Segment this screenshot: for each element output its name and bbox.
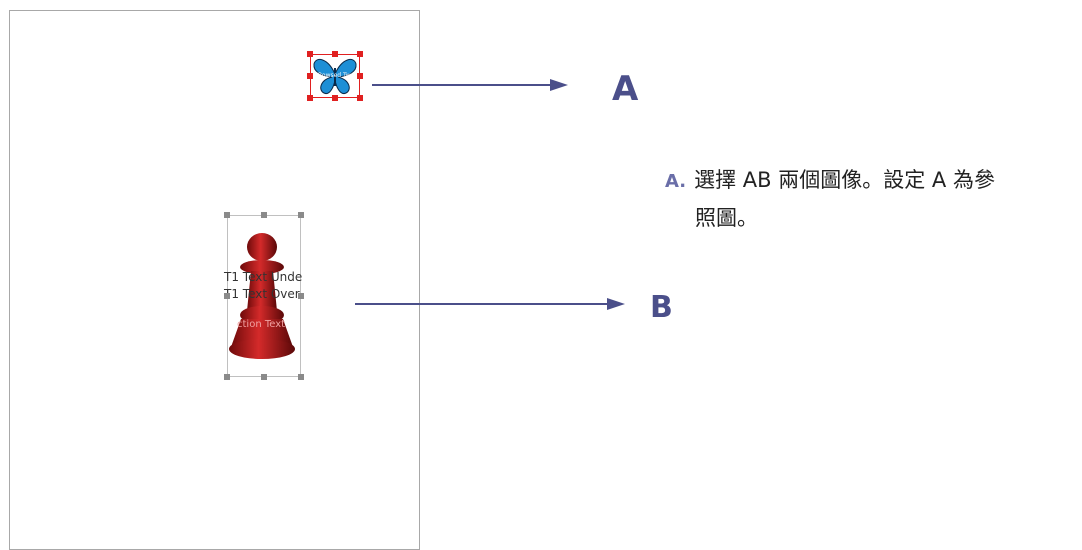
note-bullet: A. (665, 171, 687, 192)
handle-bl[interactable] (307, 95, 313, 101)
handle-tr[interactable] (298, 212, 304, 218)
instruction-note: A. 選擇 AB 兩個圖像。設定 A 為參 照圖。 (665, 162, 1065, 236)
note-line1: 選擇 AB 兩個圖像。設定 A 為參 (694, 168, 995, 192)
handle-tr[interactable] (357, 51, 363, 57)
document-page (9, 10, 420, 550)
handle-tl[interactable] (224, 212, 230, 218)
handle-ml[interactable] (224, 293, 230, 299)
handle-mr[interactable] (357, 73, 363, 79)
pawn-text-over: T1 Text Over (224, 287, 300, 301)
handle-bm[interactable] (261, 374, 267, 380)
arrow-to-b (355, 298, 625, 310)
pawn-text-under: T1 Text Unde (224, 270, 303, 284)
note-line2: 照圖。 (695, 206, 758, 230)
handle-br[interactable] (357, 95, 363, 101)
pawn-band-text: ction Text (237, 319, 286, 330)
image-a-butterfly[interactable]: Rowsed Twelve (307, 51, 364, 101)
handle-mr[interactable] (298, 293, 304, 299)
callout-a: A (612, 69, 639, 109)
callout-b: B (650, 290, 673, 325)
handle-ml[interactable] (307, 73, 313, 79)
handle-tm[interactable] (332, 51, 338, 57)
arrow-to-a (372, 79, 568, 91)
handle-bl[interactable] (224, 374, 230, 380)
image-b-pawn[interactable]: T1 Text Unde T1 Text Over ction Text (224, 212, 304, 380)
handle-tm[interactable] (261, 212, 267, 218)
butterfly-caption: Rowsed Twelve (318, 72, 364, 79)
butterfly-icon (313, 58, 357, 95)
pawn-icon (229, 233, 295, 359)
handle-bm[interactable] (332, 95, 338, 101)
handle-tl[interactable] (307, 51, 313, 57)
handle-br[interactable] (298, 374, 304, 380)
